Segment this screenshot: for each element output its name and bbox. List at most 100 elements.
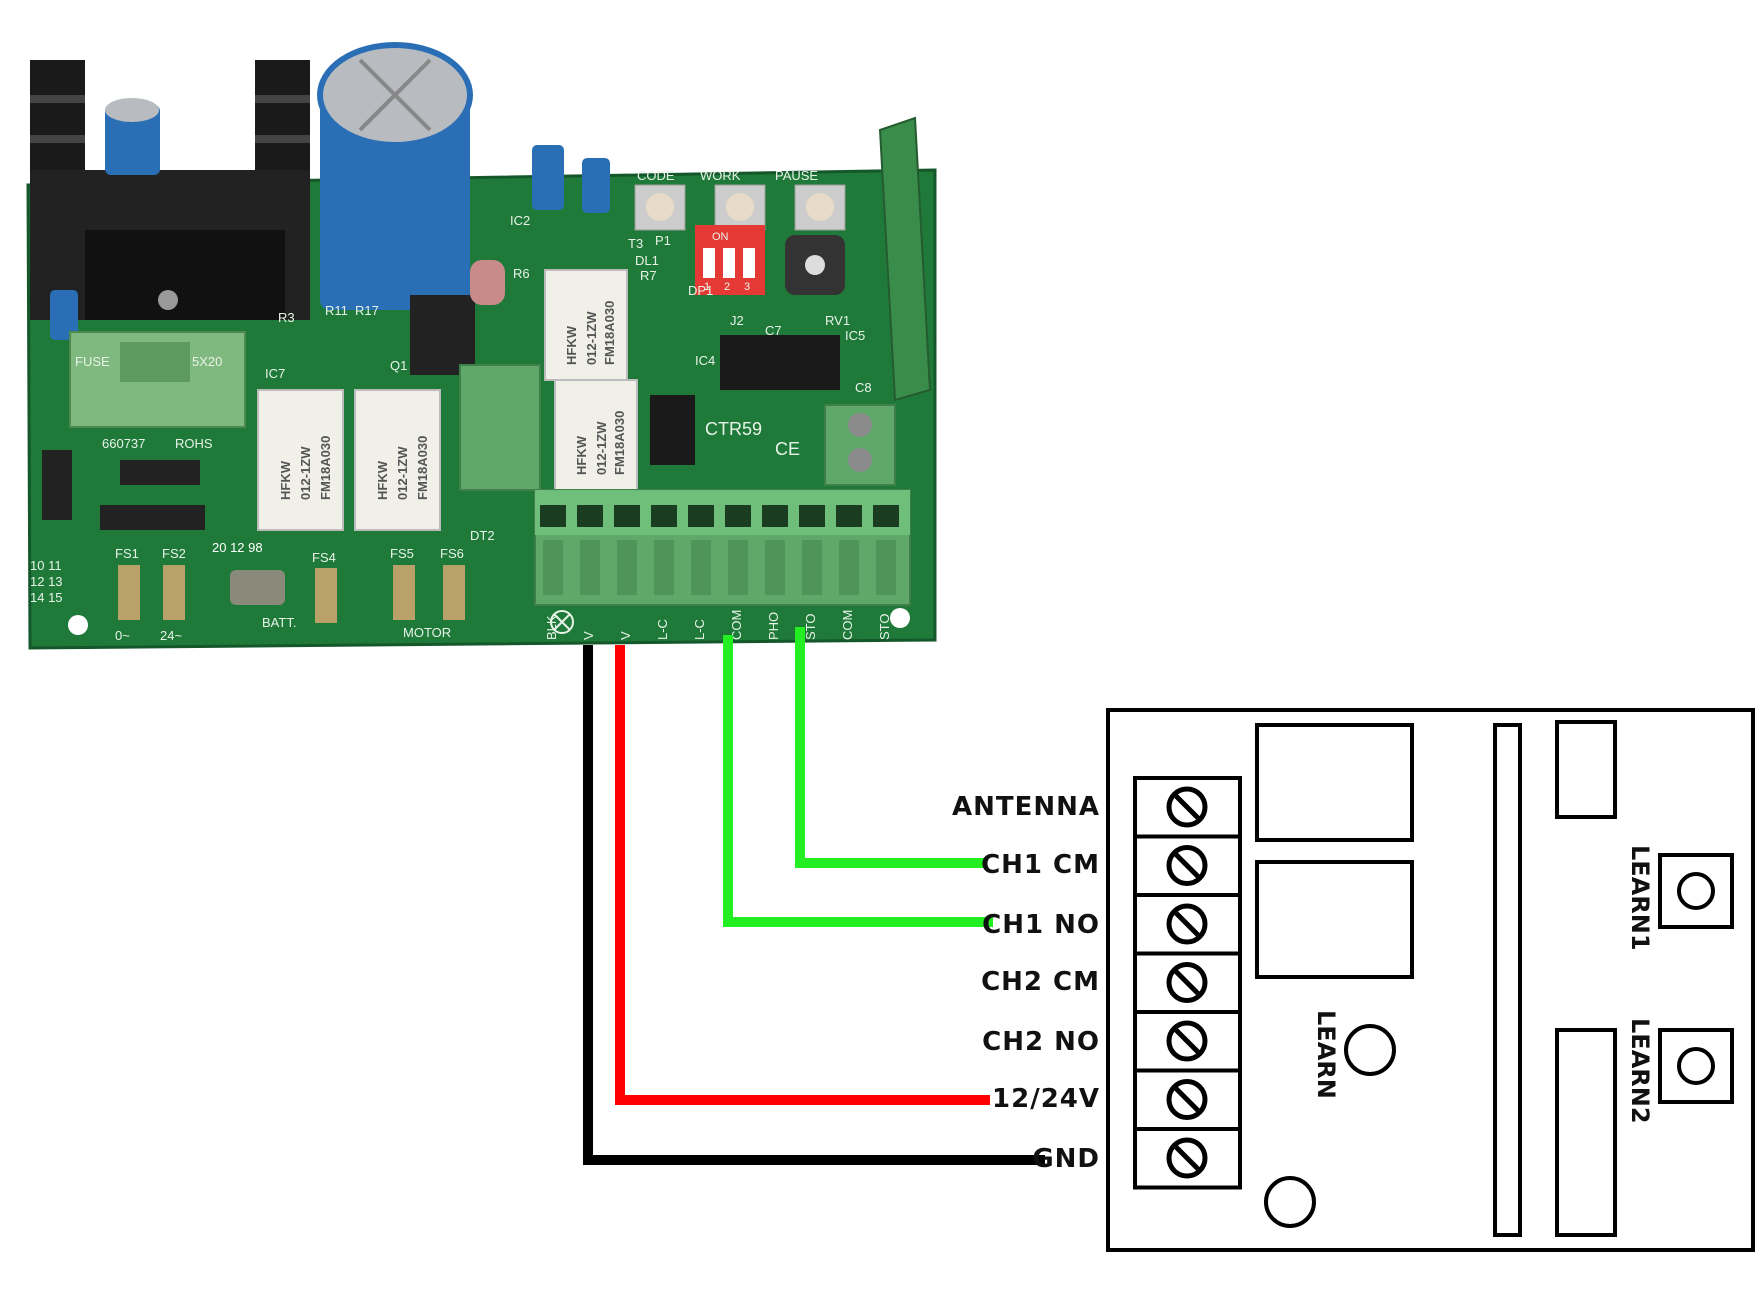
terminal-label: COM — [729, 610, 744, 640]
terminal-slot — [651, 505, 677, 527]
terminal-ridge — [728, 540, 748, 595]
learn2-button-housing — [1658, 1028, 1734, 1104]
relay-brand: HFKW — [574, 435, 589, 475]
terminal-slot — [577, 505, 603, 527]
control-board: FUSE 5X20 HFKW 012-1ZW FM18A030 HFKW 012… — [26, 42, 937, 650]
screw — [848, 413, 872, 437]
screw-slot — [1174, 1086, 1200, 1113]
voltage-label: 24~ — [160, 628, 182, 643]
relay: HFKW 012-1ZW FM18A030 — [354, 389, 441, 531]
learn1-label: LEARN1 — [1626, 845, 1654, 951]
terminal-label-ch2-cm: CH2 CM — [981, 967, 1100, 997]
terminal-label-ch1-no: CH1 NO — [982, 910, 1100, 940]
relay: HFKW 012-1ZW FM18A030 — [554, 379, 638, 491]
date-code: 20 12 98 — [212, 540, 263, 555]
relay-model: FM18A030 — [318, 436, 333, 500]
part-number: 660737 — [102, 436, 145, 451]
receiver-mount-circle — [1264, 1176, 1316, 1228]
receiver-component — [1555, 1028, 1617, 1237]
learn-button[interactable] — [1344, 1024, 1396, 1076]
relay-brand: HFKW — [564, 325, 579, 365]
motor-label: MOTOR — [403, 625, 451, 640]
battery-connector — [230, 570, 285, 605]
learn2-button[interactable] — [1677, 1047, 1715, 1085]
terminal-label: L-C — [655, 619, 670, 640]
fastons: FS1 FS2 FS4 FS5 FS6 — [115, 546, 465, 623]
component-label: T3 — [628, 236, 643, 251]
push-buttons: CODE WORK PAUSE — [634, 168, 846, 231]
relay-spec: 012-1ZW — [298, 446, 313, 500]
batt-label: BATT. — [262, 615, 296, 630]
receiver-relay — [1255, 723, 1414, 842]
learn1-button[interactable] — [1677, 872, 1715, 910]
small-capacitor — [582, 158, 610, 213]
terminal-slot — [836, 505, 862, 527]
terminal-ridge — [617, 540, 637, 595]
relay-spec: 012-1ZW — [395, 446, 410, 500]
wire-ch1-cm — [795, 627, 987, 868]
component-label: P1 — [655, 233, 671, 248]
fs-label: FS1 — [115, 546, 139, 561]
terminal-label-gnd: GND — [1032, 1144, 1100, 1174]
component-label: R6 — [513, 266, 530, 281]
component-label: IC5 — [845, 328, 865, 343]
terminal-ridge — [765, 540, 785, 595]
button-label-code: CODE — [637, 168, 675, 183]
receiver-relay — [1255, 860, 1414, 979]
relay-brand: HFKW — [278, 460, 293, 500]
diode — [42, 450, 72, 520]
terminal-label-antenna: ANTENNA — [952, 792, 1100, 822]
button-label-pause: PAUSE — [775, 168, 818, 183]
small-capacitor — [105, 105, 160, 175]
fuse-label: FUSE — [75, 354, 110, 369]
ce-mark: CE — [775, 439, 800, 459]
terminal-label-ch2-no: CH2 NO — [982, 1027, 1100, 1057]
button-label-work: WORK — [700, 168, 741, 183]
pin-label: 14 15 — [30, 590, 63, 605]
resistor — [470, 260, 505, 305]
receiver-terminal-block — [1133, 776, 1242, 1190]
wire-ch1-no — [723, 635, 993, 927]
wires — [583, 627, 1045, 1165]
relay-spec: 012-1ZW — [594, 421, 609, 475]
dip-number: 3 — [744, 281, 750, 293]
dip-number: 1 — [704, 281, 710, 293]
component-label: DP1 — [688, 283, 713, 298]
ic-chip — [650, 395, 695, 465]
terminal-label: L-C — [692, 619, 707, 640]
terminal-label: COM — [840, 610, 855, 640]
pin-label: 12 13 — [30, 574, 63, 589]
component-label: R11 — [325, 303, 348, 318]
terminal-ridge — [543, 540, 563, 595]
screw-slot — [1174, 852, 1200, 879]
radio-module — [878, 116, 932, 402]
terminal-slot — [540, 505, 566, 527]
transistor — [410, 295, 475, 375]
board-model: CTR59 — [705, 419, 762, 439]
component-label: C8 — [855, 380, 872, 395]
relay-model: FM18A030 — [415, 436, 430, 500]
receiver-module: ANTENNA CH1 CM CH1 NO CH2 CM CH2 NO 12/2… — [952, 708, 1755, 1252]
component-label: Q1 — [390, 358, 407, 373]
terminal-label: STO — [803, 614, 818, 641]
mounting-hole — [68, 615, 88, 635]
component-label: R17 — [355, 303, 379, 318]
terminal-marker-x — [553, 613, 571, 631]
terminal-label: PHO — [766, 612, 781, 640]
fuse-holder: FUSE 5X20 — [69, 331, 246, 428]
screw-icon — [1166, 1020, 1208, 1062]
relay-model: FM18A030 — [612, 411, 627, 475]
component-label: C7 — [765, 323, 782, 338]
component-label: DT2 — [470, 528, 495, 543]
dip-on-label: ON — [712, 231, 729, 243]
dip-number: 2 — [724, 281, 730, 293]
screw-slot — [1174, 1145, 1200, 1171]
component-label: IC7 — [265, 366, 285, 381]
relay: HFKW 012-1ZW FM18A030 — [257, 389, 344, 531]
microcontroller-chip — [720, 335, 840, 390]
pin-label: 10 11 — [30, 558, 62, 573]
terminal-slots — [540, 505, 899, 595]
screw — [848, 448, 872, 472]
